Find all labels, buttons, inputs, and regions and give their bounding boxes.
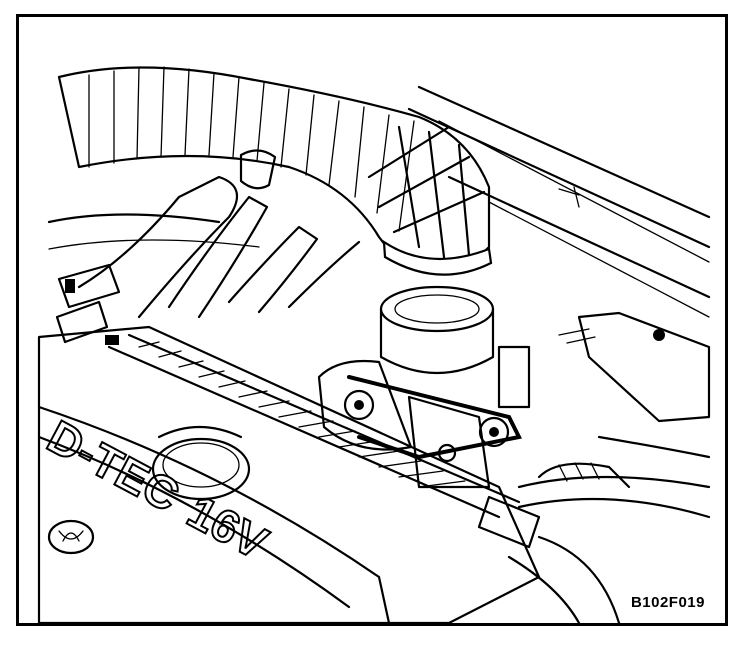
air-intake-hose (57, 66, 493, 276)
throttle-cable-assembly (507, 311, 711, 623)
cover-lettering-dtec: D-TEC (39, 410, 188, 522)
figure-frame: D-TEC 16V (16, 14, 728, 626)
figure-code-label: B102F019 (630, 594, 705, 611)
breather-hoses (55, 175, 361, 345)
throttle-body (317, 285, 541, 549)
engine-bay-illustration: D-TEC 16V (37, 66, 711, 623)
fender-lines (47, 85, 711, 318)
cylinder-head-cover: D-TEC 16V (37, 325, 541, 623)
cover-lettering-16v: 16V (179, 485, 276, 569)
